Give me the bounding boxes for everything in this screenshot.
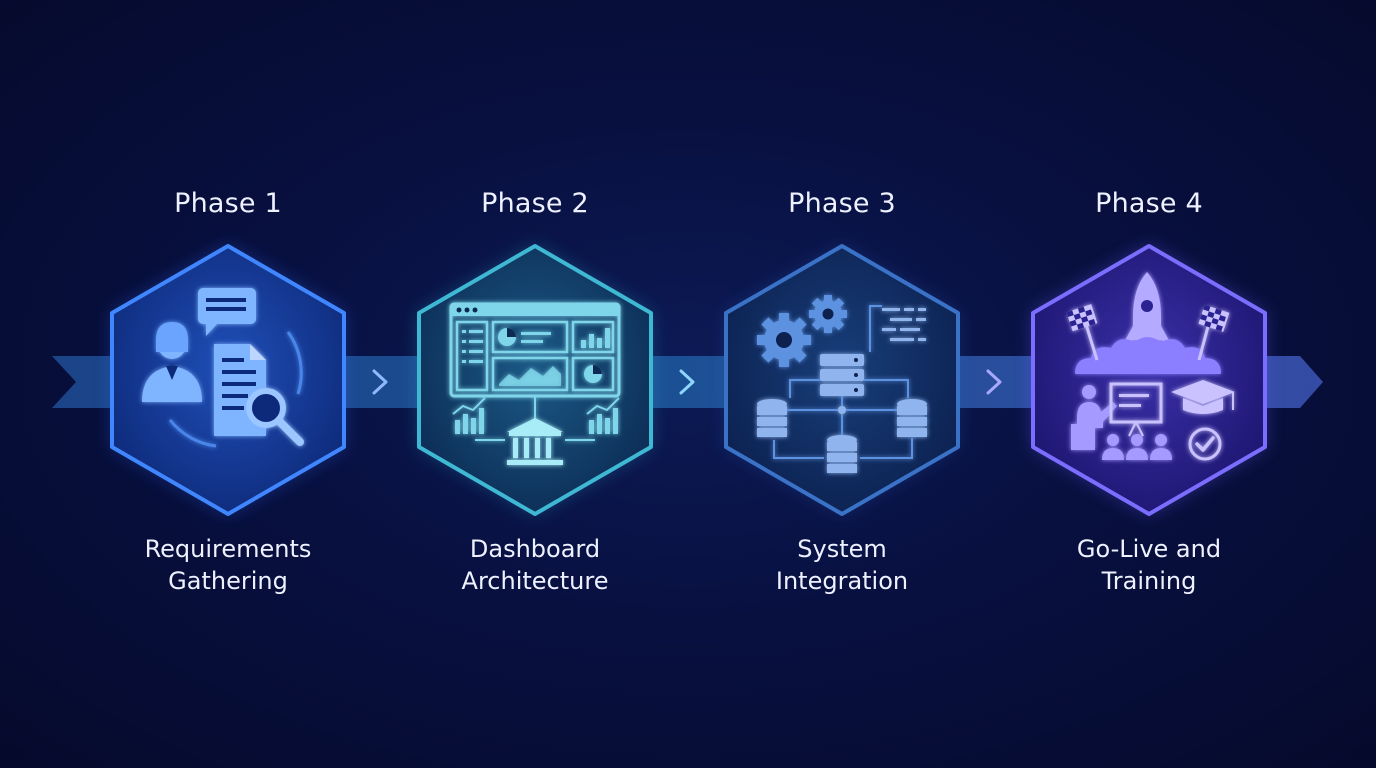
phase-3-hexagon xyxy=(724,244,960,516)
phase-4-hexagon xyxy=(1031,244,1267,516)
phase-1-hexagon xyxy=(110,244,346,516)
phase-1-label-line2: Gathering xyxy=(168,567,288,595)
phase-2-title: Phase 2 xyxy=(481,188,589,219)
phase-4-label-line1: Go-Live and xyxy=(1076,535,1222,563)
dashboard-architecture-icon xyxy=(449,302,621,465)
database-icon xyxy=(827,435,857,473)
phase-3-label: System Integration xyxy=(692,533,992,597)
phase-4-label: Go-Live and Training xyxy=(999,533,1299,597)
phase-3-title: Phase 3 xyxy=(788,188,896,219)
phase-1-label-line1: Requirements xyxy=(144,535,312,563)
phase-2-hexagon xyxy=(417,244,653,516)
phase-4-label-line2: Training xyxy=(1101,567,1197,595)
database-icon xyxy=(897,399,927,437)
requirements-icon xyxy=(142,288,304,448)
phase-3-label-line2: Integration xyxy=(775,567,909,595)
system-integration-icon xyxy=(757,295,927,473)
timeline-ribbon xyxy=(52,356,1323,408)
chevron-right-icon xyxy=(986,369,1002,395)
phase-4-title: Phase 4 xyxy=(1095,188,1203,219)
database-icon xyxy=(757,399,787,437)
phase-3-label-line1: System xyxy=(797,535,887,563)
gear-icon xyxy=(809,295,847,333)
presenter-icon xyxy=(1071,385,1117,450)
checkered-flag-icon xyxy=(1066,304,1099,361)
checkered-flag-icon xyxy=(1197,304,1230,361)
phase-2-label-line1: Dashboard xyxy=(469,535,601,563)
chevron-right-icon xyxy=(372,369,388,395)
phase-2-label: Dashboard Architecture xyxy=(385,533,685,597)
phase-1-title: Phase 1 xyxy=(174,188,282,219)
gear-icon xyxy=(757,313,811,367)
rocket-icon xyxy=(1123,272,1171,356)
phase-2-label-line2: Architecture xyxy=(461,567,609,595)
graduation-cap-icon xyxy=(1171,380,1235,414)
server-icon xyxy=(820,354,864,396)
checkmark-circle-icon xyxy=(1188,427,1222,461)
go-live-training-icon xyxy=(1066,272,1235,461)
chevron-right-icon xyxy=(679,369,695,395)
audience-icon xyxy=(1102,434,1172,460)
phase-1-label: Requirements Gathering xyxy=(78,533,378,597)
